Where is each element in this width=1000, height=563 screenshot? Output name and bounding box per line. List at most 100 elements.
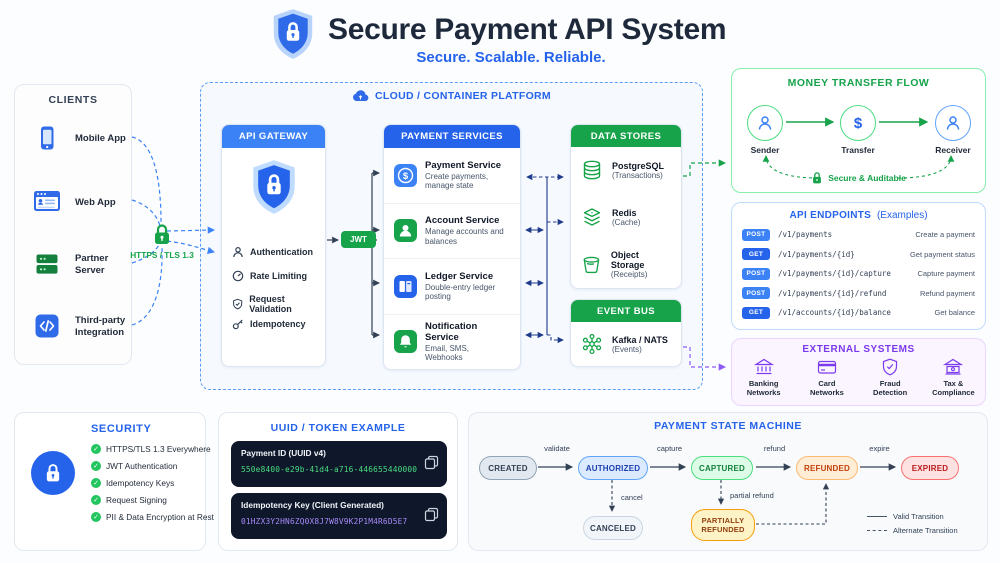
endpoints-title: API ENDPOINTS (Examples) — [789, 210, 928, 221]
endpoint-row: POST /v1/payments/{id}/capture Capture p… — [732, 264, 985, 284]
solid-line-swatch — [867, 516, 887, 517]
secure-auditable-note: Secure & Auditable — [732, 171, 985, 185]
receiver-person-icon — [946, 116, 960, 130]
transition-capture-label: capture — [656, 444, 683, 453]
state-machine-title: PAYMENT STATE MACHINE — [654, 420, 802, 432]
data-stores-card: DATA STORES PostgreSQL(Transactions) Red… — [570, 124, 682, 289]
client-partner-server-label: Partner Server — [75, 253, 109, 276]
security-item: ✓JWT Authentication — [91, 461, 177, 471]
payment-services-header: PAYMENT SERVICES — [384, 125, 520, 148]
government-building-icon — [943, 358, 964, 375]
clients-title: CLIENTS — [48, 94, 98, 106]
state-machine-panel: PAYMENT STATE MACHINE CREATED AUTHORIZED… — [468, 412, 988, 551]
receiver-node — [935, 105, 971, 141]
cloud-icon — [353, 90, 369, 102]
state-created: CREATED — [479, 456, 537, 480]
page-title: Secure Payment API System — [328, 13, 727, 46]
endpoint-row: POST /v1/payments/{id}/refund Refund pay… — [732, 284, 985, 304]
method-badge: GET — [742, 306, 770, 319]
transfer-node: $ — [840, 105, 876, 141]
check-icon: ✓ — [91, 495, 101, 505]
external-card-networks: Card Networks — [795, 358, 858, 397]
state-expired: EXPIRED — [901, 456, 959, 480]
token-example-panel: UUID / TOKEN EXAMPLE Payment ID (UUID v4… — [218, 412, 458, 551]
jwt-badge: JWT — [341, 231, 376, 248]
sender-label: Sender — [750, 145, 780, 155]
store-postgresql: PostgreSQL(Transactions) — [571, 147, 681, 194]
security-panel: SECURITY ✓HTTPS/TLS 1.3 Everywhere ✓JWT … — [14, 412, 214, 551]
state-partially-refunded: PARTIALLY REFUNDED — [691, 509, 755, 541]
transition-validate-label: validate — [544, 444, 570, 453]
account-user-icon — [394, 219, 417, 243]
idempotency-key-card: Idempotency Key (Client Generated) 01HZX… — [231, 493, 447, 539]
copy-button[interactable] — [424, 455, 439, 470]
clients-panel: CLIENTS Mobile App Web App Partner Serve… — [14, 84, 132, 365]
check-icon: ✓ — [91, 461, 101, 471]
endpoint-row: POST /v1/payments Create a payment — [732, 225, 985, 245]
shield-check-icon — [233, 298, 243, 310]
ledger-book-icon — [394, 274, 417, 298]
client-mobile-app-label: Mobile App — [75, 133, 126, 144]
event-bus-header: EVENT BUS — [571, 300, 681, 322]
user-icon — [233, 246, 243, 258]
transition-refund-label: refund — [763, 444, 786, 453]
external-banking-networks: Banking Networks — [732, 358, 795, 397]
security-item: ✓HTTPS/TLS 1.3 Everywhere — [91, 444, 211, 454]
money-flow-title: MONEY TRANSFER FLOW — [787, 77, 930, 89]
event-hub-icon — [582, 333, 602, 355]
state-captured: CAPTURED — [691, 456, 753, 480]
store-redis: Redis(Cache) — [571, 194, 681, 241]
state-refunded: REFUNDED — [796, 456, 858, 480]
gateway-feature-request-validation: Request Validation — [232, 294, 325, 314]
data-stores-header: DATA STORES — [571, 125, 681, 147]
security-title: SECURITY — [91, 423, 152, 435]
security-item: ✓Idempotency Keys — [91, 478, 174, 488]
money-transfer-flow-panel: MONEY TRANSFER FLOW $ Sender Transfer Re… — [731, 68, 986, 193]
api-gateway-header: API GATEWAY — [222, 125, 325, 148]
fraud-shield-icon — [883, 358, 898, 376]
tls-label: HTTPS / TLS 1.3 — [130, 250, 194, 260]
credit-card-icon — [817, 360, 836, 374]
payment-id-card: Payment ID (UUID v4) 550e8400-e29b-41d4-… — [231, 441, 447, 487]
cloud-platform-title: CLOUD / CONTAINER PLATFORM — [201, 90, 702, 102]
api-gateway-card: API GATEWAY Authentication Rate Limiting… — [221, 124, 326, 367]
gateway-feature-rate-limiting: Rate Limiting — [232, 270, 307, 282]
dashed-line-swatch — [867, 530, 887, 531]
copy-button[interactable] — [424, 507, 439, 522]
transfer-label: Transfer — [841, 145, 875, 155]
external-systems-title: EXTERNAL SYSTEMS — [802, 344, 915, 355]
transition-expire-label: expire — [869, 444, 890, 453]
web-app-icon — [34, 191, 60, 211]
sender-person-icon — [758, 116, 772, 130]
bus-kafka-nats: Kafka / NATS(Events) — [571, 322, 681, 366]
external-tax-compliance: Tax & Compliance — [922, 358, 985, 397]
state-canceled: CANCELED — [583, 516, 643, 540]
check-icon: ✓ — [91, 444, 101, 454]
third-party-code-icon — [35, 314, 59, 338]
partner-server-icon — [36, 254, 58, 274]
external-fraud-detection: Fraud Detection — [859, 358, 922, 397]
gateway-feature-authentication: Authentication — [232, 246, 313, 258]
bank-icon — [753, 358, 774, 375]
app-shield-lock-icon — [273, 9, 313, 59]
token-panel-title: UUID / TOKEN EXAMPLE — [270, 422, 406, 434]
bucket-icon — [583, 256, 600, 273]
client-web-app-label: Web App — [75, 197, 116, 208]
transition-cancel-label: cancel — [621, 493, 643, 502]
database-icon — [583, 160, 601, 179]
bell-icon — [394, 330, 417, 354]
method-badge: POST — [742, 267, 770, 280]
method-badge: POST — [742, 287, 770, 300]
external-systems-panel: EXTERNAL SYSTEMS Banking Networks Card N… — [731, 338, 986, 406]
gateway-shield-icon — [253, 160, 295, 214]
svg-text:$: $ — [403, 171, 409, 182]
event-bus-card: EVENT BUS Kafka / NATS(Events) — [570, 299, 682, 367]
mobile-app-icon — [41, 126, 54, 150]
transfer-dollar-icon: $ — [853, 114, 863, 132]
api-endpoints-panel: API ENDPOINTS (Examples) POST /v1/paymen… — [731, 202, 986, 330]
